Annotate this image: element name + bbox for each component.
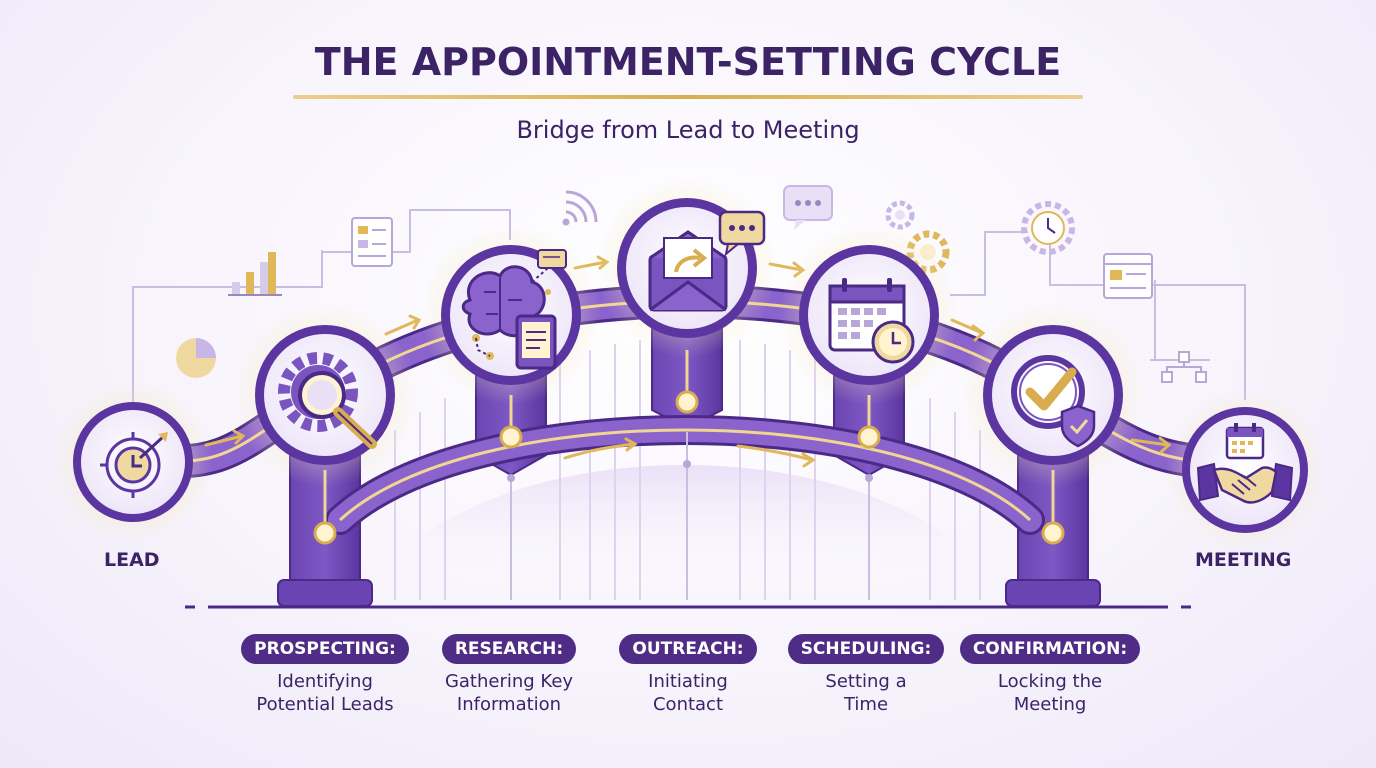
step-label: PROSPECTING:	[241, 634, 409, 664]
research-node	[421, 225, 601, 405]
step-confirmation: CONFIRMATION: Locking the Meeting	[940, 634, 1160, 716]
lead-label: LEAD	[104, 549, 160, 571]
step-description-line: Contact	[652, 694, 724, 715]
step-description: Initiating Contact	[578, 670, 798, 716]
step-description-line: Gathering Key	[444, 671, 574, 692]
calendar-clock-icon	[828, 278, 915, 364]
checkmark-shield-icon	[1011, 355, 1096, 448]
clock-gear-icon	[1021, 201, 1075, 255]
outreach-node	[597, 178, 777, 358]
step-label: CONFIRMATION:	[959, 634, 1141, 664]
envelope-icon	[648, 210, 766, 312]
brain-icon	[461, 249, 567, 370]
hierarchy-icon	[1161, 351, 1207, 383]
lead-node	[53, 382, 213, 542]
target-clock-icon	[100, 432, 168, 498]
step-research: RESEARCH: Gathering Key Information	[399, 634, 619, 716]
step-description-line: Identifying	[277, 671, 373, 692]
arch-glow	[360, 465, 1010, 600]
confirmation-node	[961, 303, 1145, 487]
step-description: Gathering Key Information	[399, 670, 619, 716]
magnifier-gear-icon	[278, 352, 377, 449]
prospecting-node	[233, 303, 417, 487]
step-prospecting: PROSPECTING: Identifying Potential Leads	[215, 634, 435, 716]
light-nodes	[313, 390, 1065, 545]
speech-bubble-icon	[783, 185, 833, 230]
title-underline	[293, 95, 1083, 99]
step-description: Setting a Time	[756, 670, 976, 716]
meeting-node	[1165, 390, 1325, 550]
wifi-signal-icon	[562, 190, 598, 226]
scheduling-node	[779, 225, 959, 405]
step-scheduling: SCHEDULING: Setting a Time	[756, 634, 976, 716]
step-label: OUTREACH:	[619, 634, 757, 664]
step-description-line: Potential Leads	[256, 694, 394, 715]
handshake-icon	[1196, 423, 1294, 504]
step-label: SCHEDULING:	[787, 634, 945, 664]
document-icon	[351, 217, 393, 267]
meeting-label: MEETING	[1195, 549, 1292, 571]
step-description-line: Locking the	[997, 671, 1103, 692]
step-description-line: Setting a	[825, 671, 907, 692]
step-outreach: OUTREACH: Initiating Contact	[578, 634, 798, 716]
step-description-line: Time	[843, 694, 889, 715]
step-description-line: Information	[456, 694, 562, 715]
step-description-line: Initiating	[648, 671, 728, 692]
browser-window-icon	[1103, 253, 1153, 299]
step-description: Locking the Meeting	[940, 670, 1160, 716]
step-description: Identifying Potential Leads	[215, 670, 435, 716]
page-subtitle: Bridge from Lead to Meeting	[516, 116, 860, 144]
step-description-line: Meeting	[1013, 694, 1087, 715]
page-title: THE APPOINTMENT-SETTING CYCLE	[314, 40, 1062, 84]
pie-chart-icon	[176, 338, 216, 378]
step-label: RESEARCH:	[441, 634, 577, 664]
suspension-cables	[394, 340, 981, 600]
bar-chart-icon	[228, 252, 282, 296]
